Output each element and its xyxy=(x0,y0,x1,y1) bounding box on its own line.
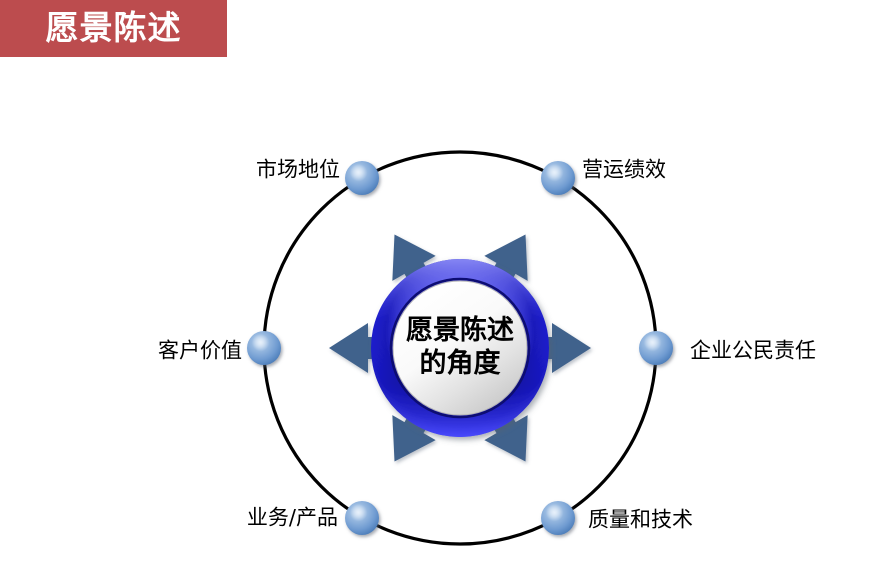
label-corporate-citizenship: 企业公民责任 xyxy=(690,338,816,363)
label-business-products: 业务/产品 xyxy=(246,505,338,530)
label-customer-value: 客户价值 xyxy=(158,338,242,363)
node-customer-value[interactable] xyxy=(247,331,281,365)
label-quality-technology: 质量和技术 xyxy=(588,507,693,532)
arrow-corporate-citizenship xyxy=(518,323,591,373)
node-corporate-citizenship[interactable] xyxy=(639,331,673,365)
title-banner: 愿景陈述 xyxy=(0,0,227,57)
hub-face-rim xyxy=(392,280,528,416)
node-market-position[interactable] xyxy=(345,161,379,195)
node-operating-performance[interactable] xyxy=(541,161,575,195)
page-title: 愿景陈述 xyxy=(45,8,182,47)
node-quality-technology[interactable] xyxy=(541,501,575,535)
hub-face xyxy=(393,281,527,415)
label-operating-performance: 营运绩效 xyxy=(582,157,666,182)
node-sphere-group xyxy=(247,161,673,535)
hub-ring-innerline xyxy=(389,277,531,419)
node-business-products[interactable] xyxy=(345,501,379,535)
center-hub[interactable] xyxy=(371,259,549,437)
arrow-customer-value xyxy=(329,323,402,373)
label-market-position: 市场地位 xyxy=(256,157,340,182)
